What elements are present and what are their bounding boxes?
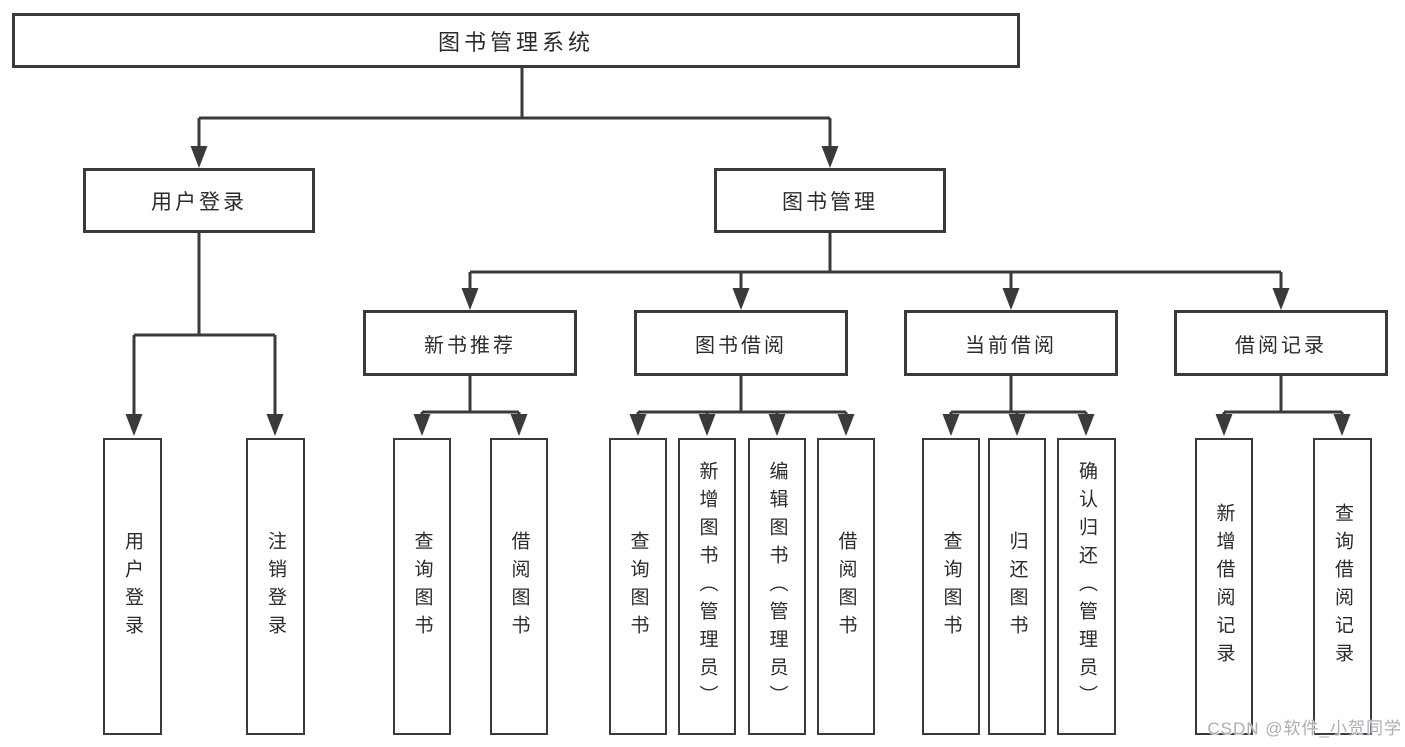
node-new-book-recommend-label: 新书推荐: [424, 334, 516, 357]
node-current-borrow-label: 当前借阅: [965, 334, 1057, 357]
leaf-logout-label: 注销登录: [265, 530, 286, 643]
leaf-borrow-books-borrow-label: 借阅图书: [835, 530, 857, 643]
leaf-return-book: 归还图书: [988, 438, 1046, 735]
leaf-add-book-admin: 新增图书（管理员）: [678, 438, 736, 735]
leaf-confirm-return-admin-label: 确认归还（管理员）: [1076, 460, 1097, 713]
leaf-edit-book-admin: 编辑图书（管理员）: [748, 438, 806, 735]
leaf-borrow-books-borrow: 借阅图书: [817, 438, 875, 735]
leaf-query-borrow-record: 查询借阅记录: [1313, 438, 1372, 735]
leaf-query-books-borrow: 查询图书: [609, 438, 667, 735]
leaf-query-books-borrow-label: 查询图书: [627, 530, 649, 643]
leaf-confirm-return-admin: 确认归还（管理员）: [1057, 438, 1116, 735]
node-root: 图书管理系统: [12, 13, 1020, 68]
leaf-add-book-admin-label: 新增图书（管理员）: [696, 460, 718, 713]
node-root-label: 图书管理系统: [437, 29, 594, 55]
watermark-text: CSDN @软件_小贺同学: [1207, 719, 1402, 738]
leaf-borrow-books-recommend: 借阅图书: [490, 438, 548, 735]
node-book-management-label: 图书管理: [782, 190, 878, 214]
leaf-query-borrow-record-label: 查询借阅记录: [1332, 502, 1353, 671]
leaf-user-login: 用户登录: [103, 438, 162, 735]
node-borrow-record-label: 借阅记录: [1235, 334, 1327, 357]
node-borrow-record: 借阅记录: [1174, 310, 1388, 376]
node-user-login: 用户登录: [83, 168, 315, 233]
leaf-add-borrow-record-label: 新增借阅记录: [1213, 502, 1235, 671]
arrowheads: [125, 146, 1351, 436]
leaf-query-books-current-label: 查询图书: [940, 530, 962, 643]
leaf-logout: 注销登录: [246, 438, 305, 735]
leaf-return-book-label: 归还图书: [1006, 530, 1028, 643]
leaf-query-books-recommend: 查询图书: [393, 438, 451, 735]
node-new-book-recommend: 新书推荐: [363, 310, 577, 376]
leaf-borrow-books-recommend-label: 借阅图书: [508, 530, 530, 643]
leaf-add-borrow-record: 新增借阅记录: [1195, 438, 1253, 735]
node-book-management: 图书管理: [714, 168, 946, 233]
node-user-login-label: 用户登录: [151, 190, 247, 214]
leaf-query-books-current: 查询图书: [922, 438, 980, 735]
leaf-user-login-label: 用户登录: [122, 530, 143, 643]
leaf-edit-book-admin-label: 编辑图书（管理员）: [766, 460, 788, 713]
node-book-borrow: 图书借阅: [634, 310, 848, 376]
node-book-borrow-label: 图书借阅: [695, 334, 787, 357]
leaf-query-books-recommend-label: 查询图书: [411, 530, 433, 643]
node-current-borrow: 当前借阅: [904, 310, 1118, 376]
